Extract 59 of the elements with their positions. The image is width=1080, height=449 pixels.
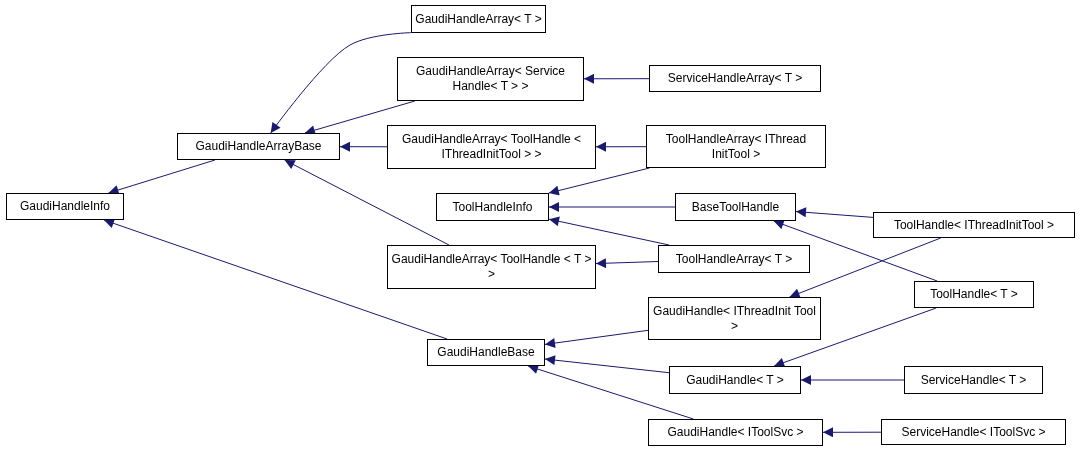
inheritance-arrow	[789, 237, 942, 298]
inheritance-arrow	[795, 207, 874, 218]
inheritance-arrow	[339, 141, 388, 152]
inheritance-arrow	[108, 159, 216, 195]
class-box	[411, 5, 546, 33]
class-box	[387, 245, 596, 289]
class-box	[387, 125, 596, 169]
class-name: GaudiHandleArray< ToolHandle < T > >	[390, 252, 593, 282]
inheritance-arrow	[773, 219, 938, 282]
class-name: GaudiHandleArray< ToolHandle < IThreadInitTool > >	[400, 132, 583, 162]
class-name: GaudiHandleInfo	[19, 199, 111, 214]
inheritance-arrow	[595, 141, 647, 152]
class-box	[914, 281, 1034, 308]
class-box	[436, 193, 549, 221]
class-name: GaudiHandleBase	[437, 345, 535, 360]
class-box	[397, 57, 584, 101]
class-box	[177, 133, 340, 160]
inheritance-arrow	[548, 167, 650, 196]
inheritance-arrow	[103, 218, 448, 340]
inheritance-arrow	[548, 216, 670, 246]
class-box	[881, 419, 1066, 445]
class-name: BaseToolHandle	[691, 199, 780, 215]
class-name: GaudiHandle< IThreadInit Tool >	[652, 303, 817, 334]
class-box	[904, 366, 1043, 394]
class-name: GaudiHandle< T >	[686, 372, 784, 388]
inheritance-arrow	[800, 375, 905, 385]
inheritance-arrow	[773, 307, 937, 368]
class-box	[427, 339, 545, 366]
class-name: ToolHandle< IThreadInitTool >	[893, 217, 1055, 233]
class-box	[648, 297, 821, 340]
class-box	[658, 245, 810, 273]
class-name: ToolHandle< T >	[930, 287, 1018, 302]
class-box	[646, 125, 826, 168]
class-box	[873, 212, 1075, 238]
inheritance-arrow	[544, 355, 670, 374]
class-name: ToolHandleArray< T >	[675, 251, 793, 267]
inheritance-arrow	[527, 364, 694, 420]
class-name: GaudiHandle< IToolSvc >	[667, 425, 804, 440]
inheritance-arrow	[304, 100, 416, 135]
class-box	[669, 366, 801, 394]
class-box	[648, 419, 823, 446]
class-name: ServiceHandle< IToolSvc >	[901, 424, 1046, 440]
inheritance-arrow	[548, 202, 676, 212]
inheritance-arrow	[595, 258, 659, 269]
inheritance-arrow	[270, 32, 412, 134]
class-name: ServiceHandle< T >	[920, 372, 1027, 388]
inheritance-arrow	[822, 427, 882, 438]
class-name: GaudiHandleArray< Service Handle< T > >	[414, 64, 567, 94]
class-name: GaudiHandleArrayBase	[195, 139, 322, 154]
inheritance-arrow	[284, 159, 450, 246]
class-name: GaudiHandleArray< T >	[415, 11, 542, 27]
inheritance-arrow	[544, 329, 649, 349]
class-name: ToolHandleArray< IThread InitTool >	[664, 131, 808, 162]
class-box	[675, 193, 796, 221]
class-box	[649, 65, 821, 92]
inheritance-arrow	[583, 73, 650, 84]
class-name: ToolHandleInfo	[452, 199, 533, 215]
class-box	[6, 193, 124, 220]
class-name: ServiceHandleArray< T >	[667, 71, 803, 86]
